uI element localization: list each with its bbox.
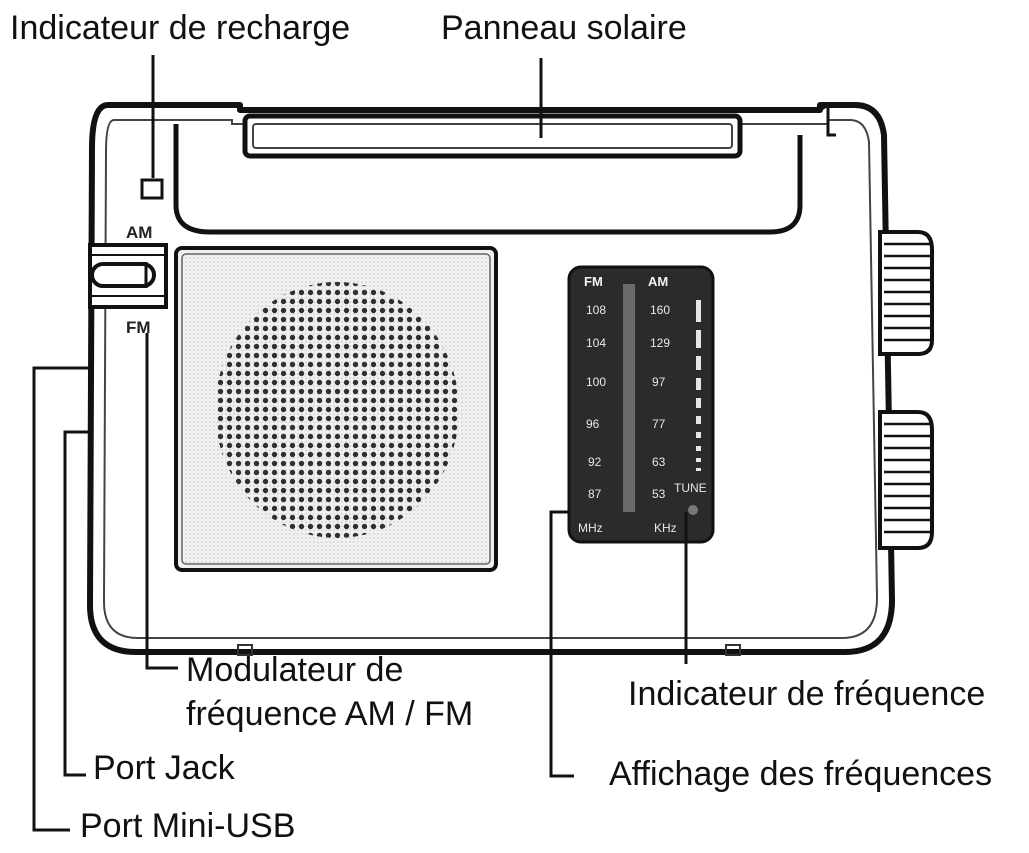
dial-fm-header: FM: [584, 274, 603, 289]
leader-port-jack: [63, 430, 92, 777]
label-modulator-line2: fréquence AM / FM: [186, 695, 474, 733]
solar-panel: [242, 113, 743, 159]
recharge-led: [140, 178, 164, 200]
fm-tick: 87: [588, 487, 602, 501]
fm-tick: 108: [586, 303, 606, 317]
am-tick: 77: [652, 417, 666, 431]
switch-am-label: AM: [126, 223, 152, 242]
radio-body: [87, 102, 895, 656]
fm-tick: 104: [586, 336, 606, 350]
leader-frequency-display: [549, 510, 574, 778]
am-tick: 160: [650, 303, 670, 317]
am-tick: 53: [652, 487, 666, 501]
volume-knob[interactable]: [878, 410, 934, 550]
am-tick: 129: [650, 336, 670, 350]
label-recharge-indicator: Indicateur de recharge: [10, 9, 351, 47]
leader-modulator: [145, 333, 178, 670]
am-tick: 97: [652, 375, 666, 389]
leader-port-usb: [32, 366, 92, 832]
frequency-display: FM AM 108 104 100 96 92 87 160 129 97 77…: [567, 265, 715, 544]
fm-tick: 96: [586, 417, 600, 431]
am-fm-switch[interactable]: AM FM: [88, 223, 168, 337]
label-solar-panel: Panneau solaire: [441, 9, 687, 47]
label-frequency-display: Affichage des fréquences: [609, 755, 993, 793]
dial-am-unit: KHz: [654, 521, 677, 535]
leader-lines: [32, 55, 688, 832]
dial-am-header: AM: [648, 274, 668, 289]
speaker-grill: [174, 246, 498, 572]
label-modulator-line1: Modulateur de: [186, 651, 404, 689]
tuning-knob[interactable]: [878, 230, 934, 356]
label-frequency-indicator: Indicateur de fréquence: [628, 675, 986, 713]
tune-label: TUNE: [674, 481, 707, 495]
am-tick: 63: [652, 455, 666, 469]
label-port-jack: Port Jack: [93, 749, 235, 787]
dial-fm-unit: MHz: [578, 521, 603, 535]
signal-indicator-bars: [696, 300, 701, 471]
fm-tick: 100: [586, 375, 606, 389]
label-port-mini-usb: Port Mini-USB: [80, 807, 296, 845]
switch-fm-label: FM: [126, 318, 151, 337]
fm-tick: 92: [588, 455, 602, 469]
tune-led: [688, 505, 698, 515]
